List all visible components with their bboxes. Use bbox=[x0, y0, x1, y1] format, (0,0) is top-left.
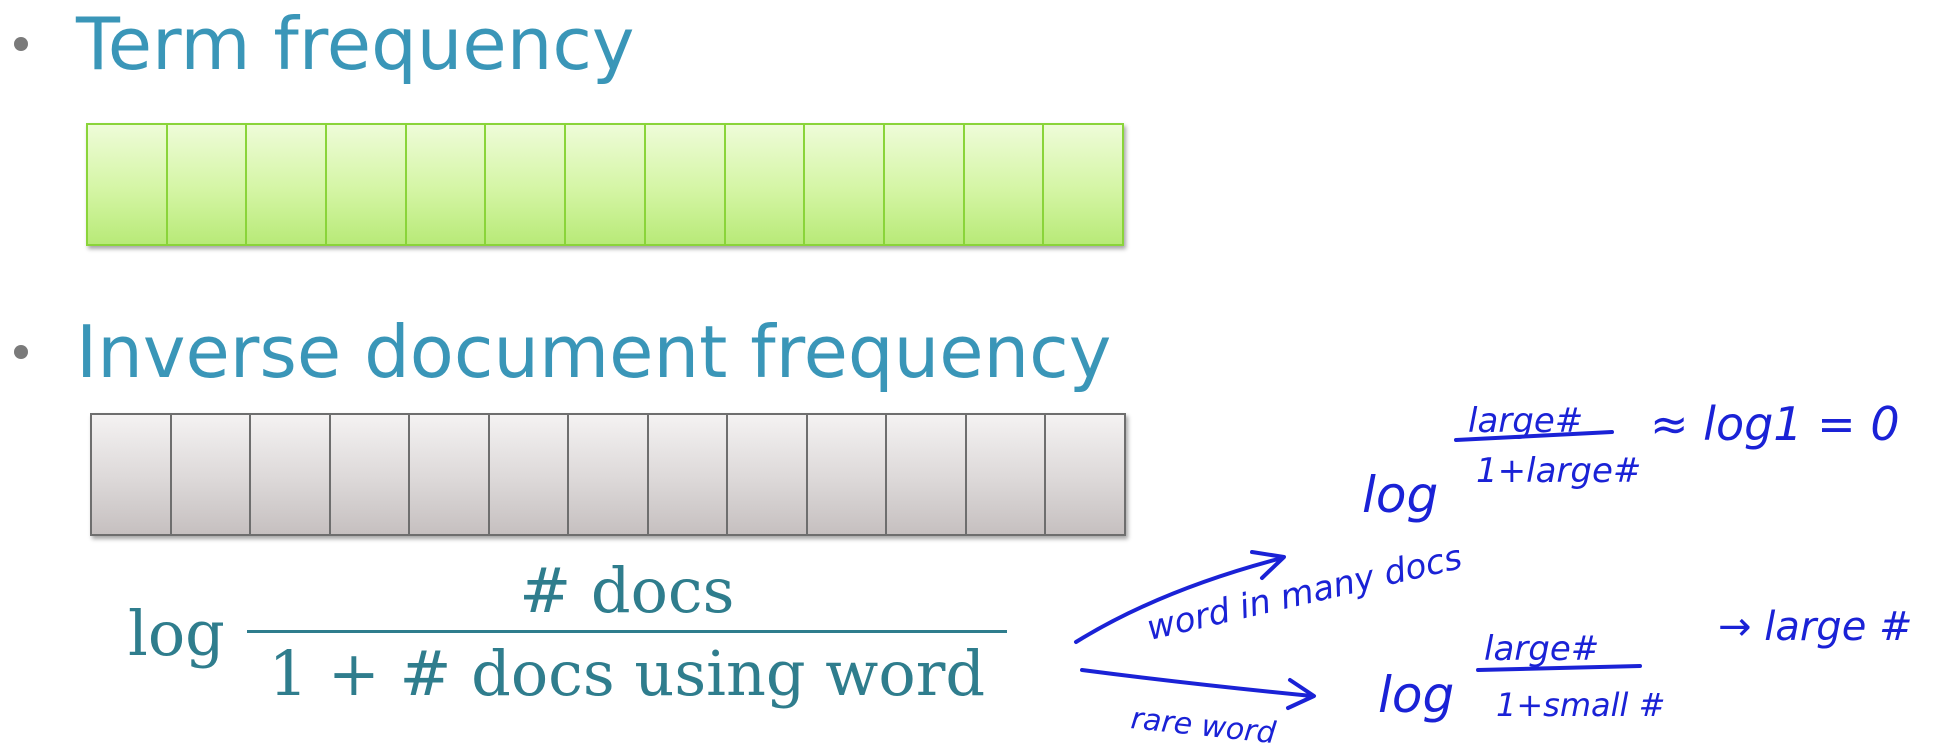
bullet-dot-icon bbox=[14, 37, 28, 51]
idf-vector bbox=[90, 413, 1126, 536]
tf-vector-cell bbox=[404, 123, 487, 246]
formula-fraction-bar bbox=[246, 630, 1007, 633]
common-result-text: ≈ log1 = 0 bbox=[1650, 397, 1900, 451]
rare-result-text: → large # bbox=[1718, 604, 1913, 650]
tf-vector-cell bbox=[803, 123, 885, 246]
rare-arrow-icon bbox=[1080, 668, 1314, 698]
rare-case-label: rare word bbox=[1129, 701, 1278, 747]
idf-vector-cell bbox=[1044, 413, 1126, 536]
tf-vector-cell bbox=[484, 123, 567, 246]
term-frequency-vector bbox=[86, 123, 1124, 246]
formula-fraction: # docs 1 + # docs using word bbox=[246, 554, 1007, 711]
arrow-head-icon bbox=[1250, 550, 1286, 580]
tf-vector-cell bbox=[882, 123, 965, 246]
bullet-dot-icon bbox=[14, 345, 28, 359]
tf-vector-cell bbox=[245, 123, 328, 246]
common-log-text: log bbox=[1362, 466, 1438, 524]
idf-vector-cell bbox=[646, 413, 729, 536]
term-frequency-heading: Term frequency bbox=[76, 2, 635, 86]
tf-vector-cell bbox=[1042, 123, 1124, 246]
rare-numerator-text: large# bbox=[1484, 629, 1599, 669]
idf-heading: Inverse document frequency bbox=[76, 310, 1112, 394]
idf-formula: log # docs 1 + # docs using word bbox=[128, 556, 1007, 711]
tf-vector-cell bbox=[962, 123, 1045, 246]
common-fraction-bar bbox=[1454, 430, 1614, 442]
common-case-label: word in many docs bbox=[1143, 537, 1466, 648]
idf-vector-cell bbox=[726, 413, 808, 536]
common-arrow-icon bbox=[1074, 556, 1284, 644]
rare-denominator-text: 1+small # bbox=[1496, 686, 1665, 724]
arrow-head-icon bbox=[1286, 678, 1316, 710]
tf-vector-cell bbox=[564, 123, 646, 246]
rare-word-annotation: rare word log large# 1+small # → large # bbox=[1080, 604, 1913, 747]
rare-log-text: log bbox=[1378, 666, 1454, 724]
tf-vector-cell bbox=[643, 123, 726, 246]
idf-vector-cell bbox=[408, 413, 490, 536]
formula-denominator: 1 + # docs using word bbox=[268, 637, 986, 710]
common-word-annotation: log large# 1+large# ≈ log1 = 0 word in m… bbox=[1074, 397, 1900, 649]
bullet-inverse-document-frequency: Inverse document frequency bbox=[14, 310, 1111, 394]
formula-log: log bbox=[128, 597, 225, 670]
idf-vector-cell bbox=[328, 413, 411, 536]
common-denominator-text: 1+large# bbox=[1476, 451, 1641, 491]
formula-numerator: # docs bbox=[519, 554, 735, 627]
idf-vector-cell bbox=[567, 413, 649, 536]
rare-fraction-bar bbox=[1476, 664, 1642, 672]
bullet-term-frequency: Term frequency bbox=[14, 2, 635, 86]
idf-vector-cell bbox=[169, 413, 252, 536]
tf-vector-cell bbox=[325, 123, 407, 246]
tf-vector-cell bbox=[86, 123, 168, 246]
idf-vector-cell bbox=[964, 413, 1047, 536]
